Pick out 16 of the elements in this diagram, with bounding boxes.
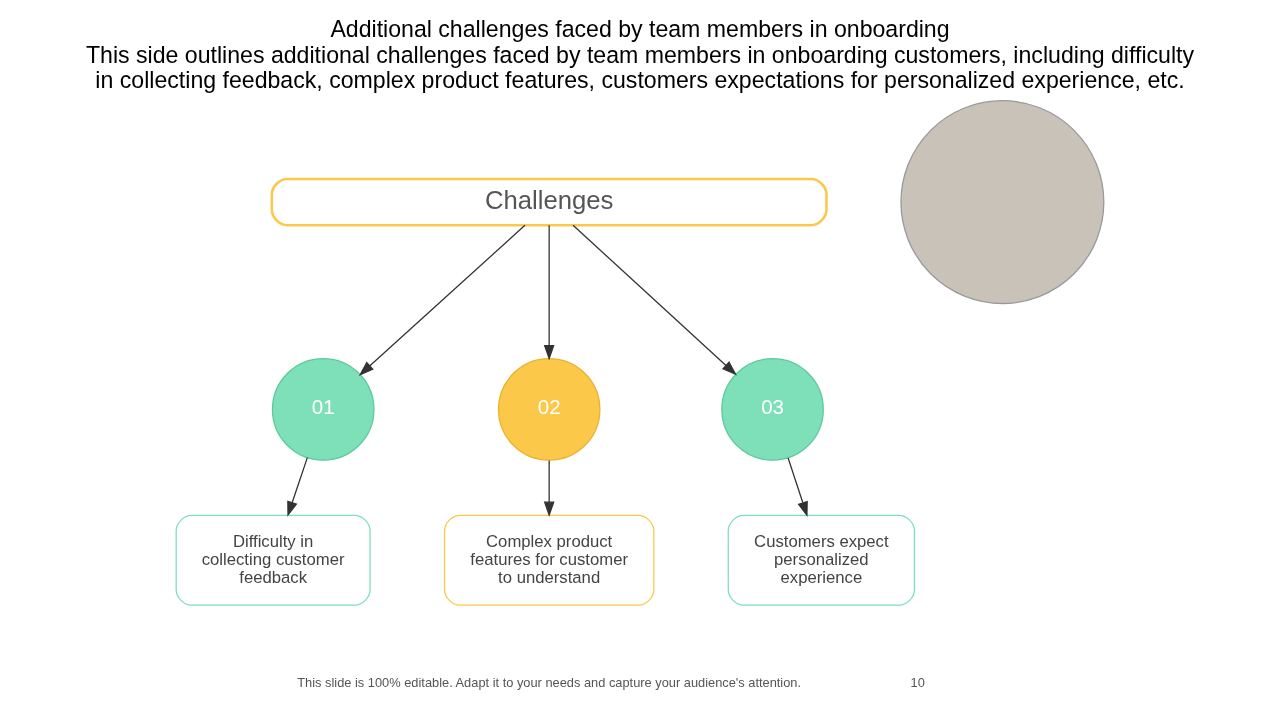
arrow xyxy=(543,224,555,361)
node-box: Customers expect personalized experience xyxy=(727,514,916,606)
arrow xyxy=(543,459,555,517)
arrow xyxy=(787,457,808,517)
node-circle xyxy=(900,100,1105,305)
node-box: Difficulty in collecting customer feedback xyxy=(175,514,371,606)
node-circle: 02 xyxy=(497,358,601,461)
label: This slide is 100% editable. Adapt it to your needs and capture your audience's attention. xyxy=(297,674,802,690)
arrow xyxy=(572,224,737,376)
caption: This side outlines additional challenges faced by team members in onboarding customers, including difficulty in collecting feedback, complex product features, customers expectations for personalized experience, etc. xyxy=(85,41,1195,94)
label: 10 xyxy=(910,674,925,690)
diagram-title: Additional challenges faced by team members in onboarding xyxy=(330,15,950,42)
arrow xyxy=(358,224,526,376)
arrow xyxy=(287,457,308,517)
node-box: Complex product features for customer to understand xyxy=(443,514,655,606)
node-box: Challenges xyxy=(270,177,828,227)
